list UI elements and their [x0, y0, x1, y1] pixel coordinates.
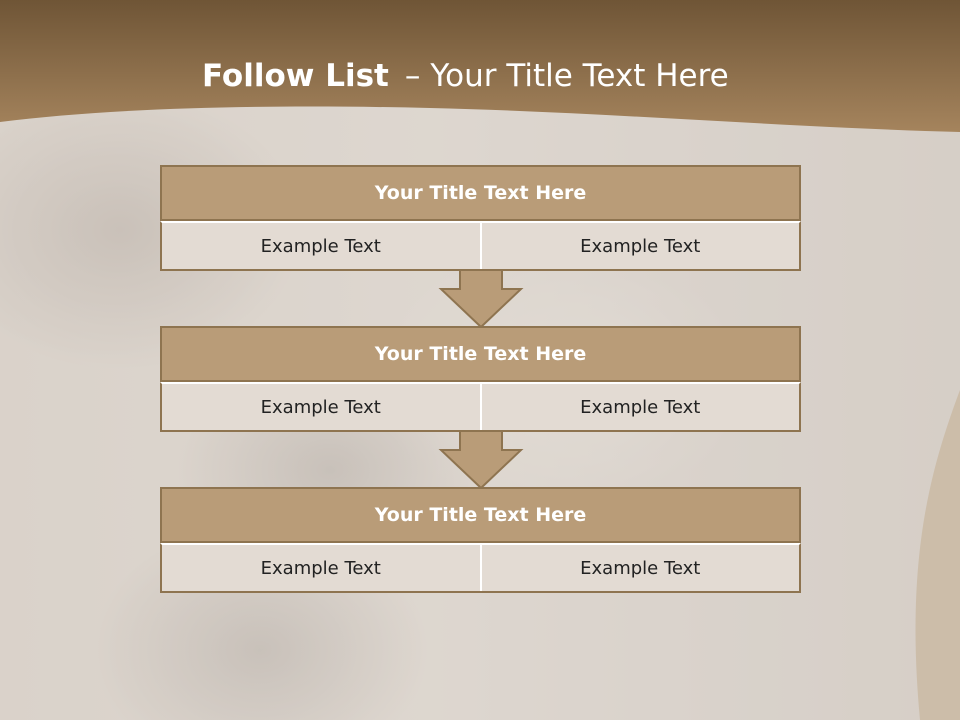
slide-title-dash: –	[404, 58, 421, 94]
block-row: Example Text Example Text	[160, 382, 801, 432]
header-band	[0, 0, 960, 132]
block-cell-right: Example Text	[479, 545, 799, 591]
block-title: Your Title Text Here	[160, 487, 801, 543]
down-arrow-1	[438, 269, 524, 329]
block-row: Example Text Example Text	[160, 221, 801, 271]
block-title: Your Title Text Here	[160, 326, 801, 382]
block-cell-right: Example Text	[479, 384, 799, 430]
block-title: Your Title Text Here	[160, 165, 801, 221]
list-block-2: Your Title Text Here Example Text Exampl…	[160, 326, 801, 432]
down-arrow-2	[438, 430, 524, 490]
block-cell-left: Example Text	[162, 384, 480, 430]
block-cell-left: Example Text	[162, 545, 480, 591]
block-row: Example Text Example Text	[160, 543, 801, 593]
block-cell-right: Example Text	[479, 223, 799, 269]
slide-title: Follow List–Your Title Text Here	[202, 52, 729, 100]
list-block-3: Your Title Text Here Example Text Exampl…	[160, 487, 801, 593]
list-block-1: Your Title Text Here Example Text Exampl…	[160, 165, 801, 271]
slide-title-bold: Follow List	[202, 58, 389, 94]
block-cell-left: Example Text	[162, 223, 480, 269]
slide-title-rest: Your Title Text Here	[430, 58, 729, 94]
